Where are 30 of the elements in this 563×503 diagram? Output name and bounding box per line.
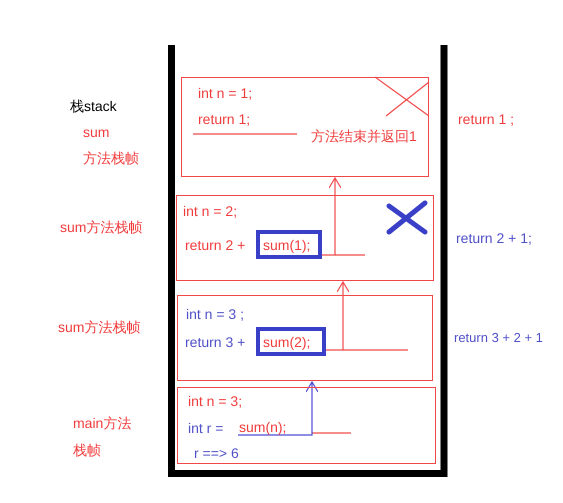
frame-label: sum方法栈帧 — [58, 318, 140, 336]
code-line: int n = 2; — [183, 202, 238, 220]
arrow — [321, 177, 342, 256]
code-line: return 3 + — [185, 333, 246, 351]
stack-frame — [177, 295, 433, 381]
code-line: int n = 3 ; — [186, 305, 244, 323]
code-line: int r = — [188, 419, 224, 437]
highlight-box: sum(2); — [256, 327, 326, 356]
frame-label: 栈stack — [70, 97, 117, 115]
arrow — [238, 381, 319, 436]
note-text: 方法结束并返回1 — [311, 127, 417, 145]
stack-frame — [177, 387, 436, 464]
code-line: int n = 1; — [198, 84, 252, 102]
frame-label: 方法栈帧 — [83, 149, 139, 167]
return-value: return 2 + 1; — [456, 229, 532, 247]
frame-label: 栈帧 — [73, 441, 101, 459]
code-line: int n = 3; — [188, 392, 242, 410]
return-value: return 1 ; — [458, 110, 514, 128]
frame-label: sum — [83, 123, 110, 141]
arrow — [325, 281, 350, 351]
code-call: sum(n); — [239, 418, 286, 436]
code-line: r ==> 6 — [194, 444, 239, 462]
code-line: return 2 + — [185, 236, 246, 254]
frame-label: main方法 — [73, 414, 132, 432]
stack-frame — [181, 77, 429, 177]
code-line: return 1; — [198, 110, 250, 128]
frame-label: sum方法栈帧 — [60, 218, 142, 236]
return-value: return 3 + 2 + 1 — [454, 329, 543, 347]
highlight-box: sum(1); — [256, 230, 322, 259]
stack-frame — [176, 195, 434, 281]
